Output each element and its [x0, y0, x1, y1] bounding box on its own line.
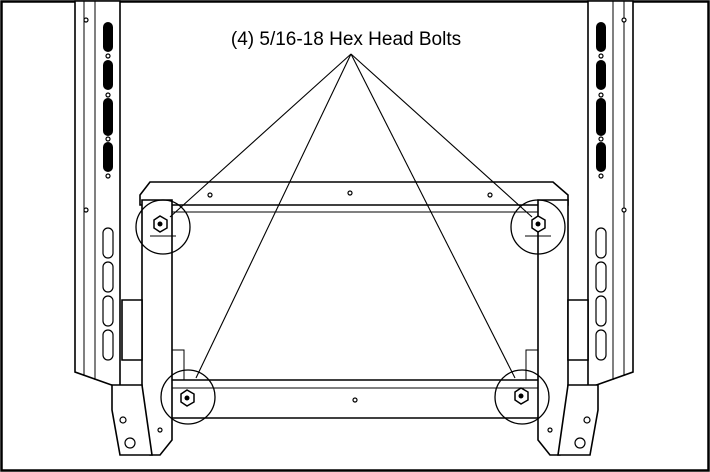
right-rail: [587, 0, 634, 390]
callout-leader-lines: [169, 53, 533, 379]
bolt-bottom-right: [494, 369, 550, 425]
bolt-top-right: [510, 199, 566, 255]
bolt-bottom-left: [160, 369, 216, 425]
left-rail: [74, 0, 121, 390]
cradle-frame: [111, 181, 599, 456]
bolt-top-left: [135, 199, 191, 255]
callout-label: (4) 5/16-18 Hex Head Bolts: [231, 29, 461, 50]
